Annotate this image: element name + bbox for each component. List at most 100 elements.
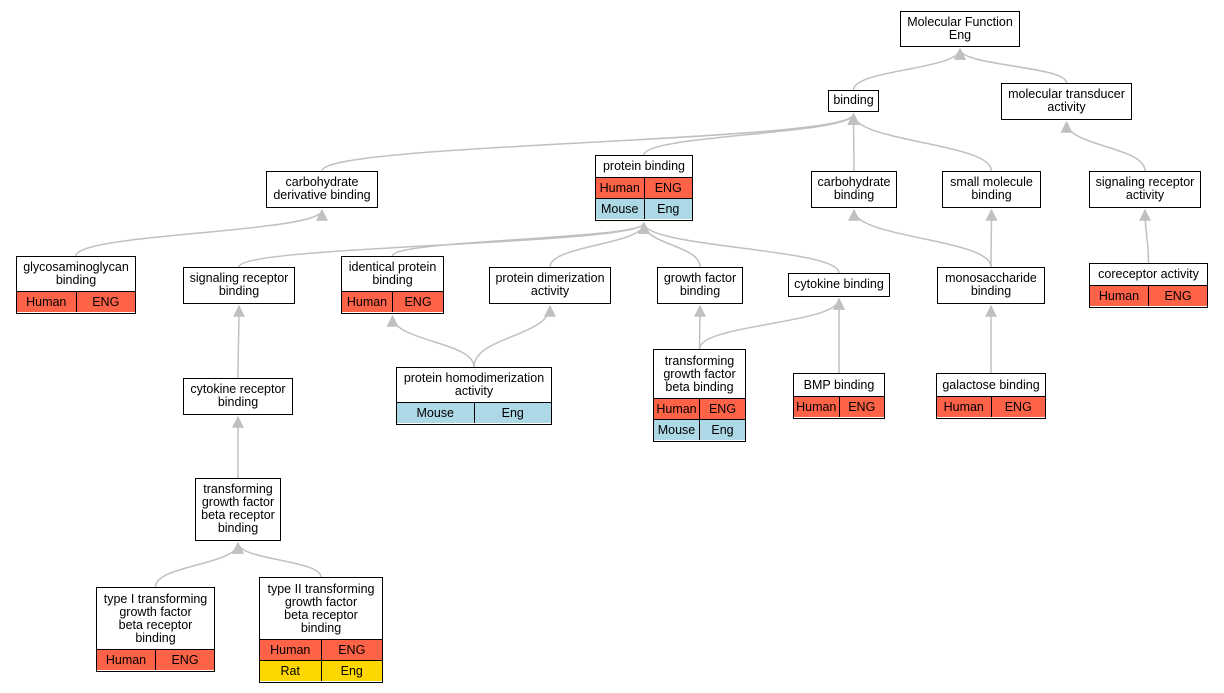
go-term-label: protein dimerization activity — [495, 271, 605, 298]
go-term-node-mtrans: molecular transducer activity — [1001, 83, 1132, 120]
go-term-node-sigrecact: signaling receptor activity — [1089, 171, 1201, 208]
go-term-node-sigrecbind: signaling receptor binding — [183, 267, 295, 304]
go-term-node-type2: type II transforming growth factor beta … — [259, 577, 383, 683]
edge-mtrans-to-mf — [954, 47, 1068, 84]
go-term-label: growth factor binding — [663, 271, 737, 298]
go-term-label: transforming growth factor beta receptor… — [201, 482, 275, 535]
edge-smallmol-to-binding — [847, 112, 993, 172]
go-term-node-cytorec: cytokine receptor binding — [183, 378, 293, 415]
annotation-row: Mouse Eng — [397, 402, 551, 423]
go-term-label: type I transforming growth factor beta r… — [103, 591, 208, 645]
gene-cell: ENG — [699, 399, 745, 419]
go-term-label: monosaccharide binding — [945, 271, 1037, 298]
edge-homodimer-to-protdimer — [473, 304, 556, 368]
edge-corecep-to-sigrecact — [1139, 208, 1152, 264]
species-cell: Human — [796, 399, 837, 414]
edge-gag-to-carbderiv — [75, 208, 328, 257]
species-cell: Mouse — [600, 201, 639, 216]
go-term-label: signaling receptor activity — [1095, 175, 1195, 202]
go-term-node-mf: Molecular Function Eng — [900, 11, 1020, 47]
go-term-label: galactose binding — [942, 377, 1040, 392]
go-term-label: carbohydrate binding — [817, 175, 891, 202]
edge-carbbind-to-binding — [847, 112, 860, 172]
go-term-label: protein homodimerization activity — [403, 371, 545, 398]
edge-monosacc-to-smallmol — [985, 208, 998, 268]
gene-cell: Eng — [473, 403, 552, 423]
edge-sigrecact-to-mtrans — [1060, 120, 1146, 172]
species-cell: Rat — [280, 663, 300, 678]
edge-cytorec-to-sigrecbind — [232, 304, 245, 379]
go-term-node-smallmol: small molecule binding — [942, 171, 1041, 208]
go-term-label: identical protein binding — [348, 260, 437, 287]
gene-cell: ENG — [155, 650, 214, 670]
gene-cell: ENG — [838, 397, 885, 417]
edge-binding-to-mf — [852, 47, 966, 91]
edge-identprot-to-protbind — [391, 221, 650, 257]
edge-protbind-to-binding — [643, 112, 860, 156]
go-term-label: small molecule binding — [950, 175, 1033, 202]
go-term-label: Molecular Function Eng — [907, 14, 1013, 42]
species-cell: Human — [105, 652, 147, 667]
edge-monosacc-to-carbbind — [848, 208, 992, 268]
edge-type1-to-tgfbrec — [154, 541, 244, 588]
gene-cell: ENG — [75, 292, 136, 312]
go-term-label: type II transforming growth factor beta … — [267, 581, 375, 635]
annotation-row: Human ENG — [342, 291, 443, 312]
go-term-label: BMP binding — [803, 377, 875, 392]
edge-carbderiv-to-binding — [321, 112, 860, 172]
go-term-label: protein binding — [602, 159, 685, 173]
go-term-label: coreceptor activity — [1098, 267, 1199, 281]
species-cell: Human — [346, 294, 388, 309]
species-cell: Human — [656, 401, 697, 416]
species-cell: Mouse — [416, 405, 455, 420]
edge-cytobind-to-protbind — [638, 221, 840, 274]
species-cell: Human — [270, 642, 311, 657]
go-term-label: carbohydrate derivative binding — [273, 175, 371, 202]
gene-cell: Eng — [643, 199, 693, 219]
go-term-label: molecular transducer activity — [1008, 87, 1125, 114]
species-cell: Human — [26, 294, 67, 309]
go-term-node-gfbind: growth factor binding — [657, 267, 743, 304]
annotation-row: Human ENG — [17, 291, 135, 312]
annotation-row: Human ENG — [260, 639, 382, 660]
gene-cell: ENG — [392, 292, 443, 312]
go-term-node-carbderiv: carbohydrate derivative binding — [266, 171, 378, 208]
edge-type2-to-tgfbrec — [232, 541, 322, 578]
annotation-row: Rat Eng — [260, 660, 382, 681]
go-term-node-type1: type I transforming growth factor beta r… — [96, 587, 215, 672]
edge-tgfbbind-to-cytobind — [698, 297, 845, 350]
gene-cell: ENG — [320, 640, 383, 660]
species-cell: Human — [1098, 288, 1140, 303]
go-term-node-monosacc: monosaccharide binding — [937, 267, 1045, 304]
go-term-node-protdimer: protein dimerization activity — [489, 267, 611, 304]
edge-homodimer-to-identprot — [386, 314, 475, 368]
gene-cell: Eng — [320, 661, 383, 681]
go-term-label: cytokine receptor binding — [190, 382, 286, 409]
go-term-node-carbbind: carbohydrate binding — [811, 171, 897, 208]
go-term-node-cytobind: cytokine binding — [788, 273, 890, 297]
species-cell: Mouse — [657, 422, 696, 437]
gene-cell: Eng — [699, 420, 745, 440]
go-term-label: transforming growth factor beta binding — [663, 353, 736, 394]
go-term-label: cytokine binding — [794, 277, 884, 291]
annotation-row: Human ENG — [97, 649, 214, 670]
go-term-label: signaling receptor binding — [189, 271, 289, 298]
species-cell: Human — [599, 180, 640, 195]
gene-cell: ENG — [643, 178, 693, 198]
gene-cell: ENG — [1148, 286, 1207, 306]
go-term-node-binding: binding — [828, 90, 879, 112]
